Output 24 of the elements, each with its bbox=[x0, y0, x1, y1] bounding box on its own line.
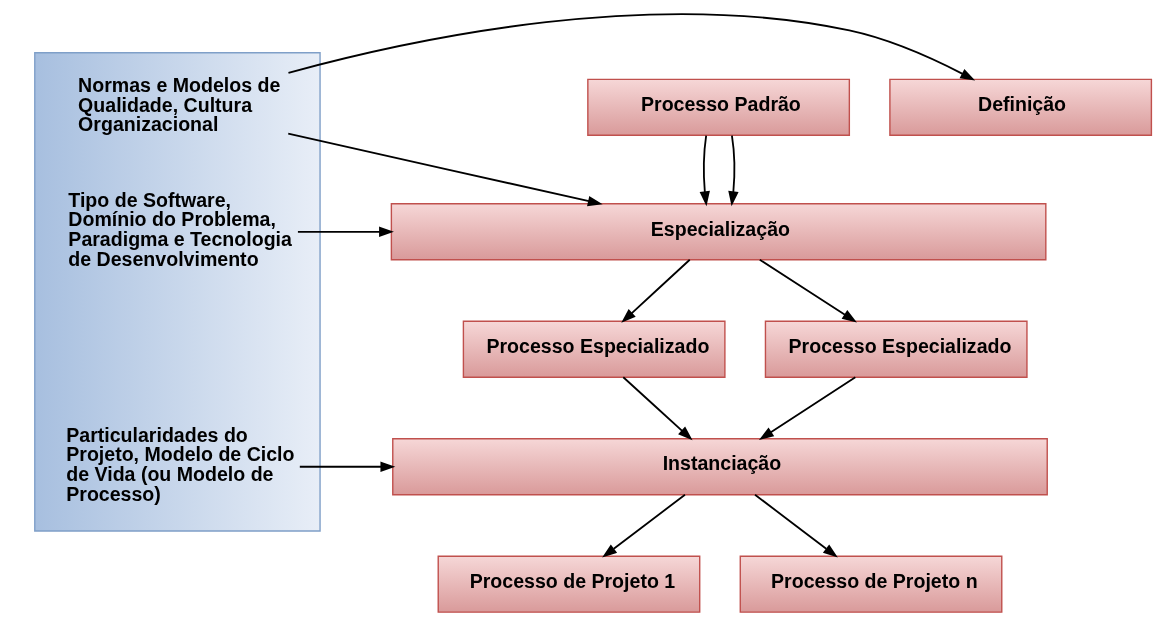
cluster bbox=[33, 52, 321, 532]
node-box: Definição bbox=[888, 78, 1152, 136]
node-text: Normas e Modelos de Qualidade, Cultura Organizacional bbox=[77, 74, 280, 136]
node-box: Especialização bbox=[390, 203, 1047, 261]
arrow bbox=[286, 132, 603, 207]
arrow bbox=[298, 461, 395, 472]
node-box: Processo Especializado bbox=[462, 320, 726, 378]
arrow bbox=[727, 134, 739, 207]
node-box: Processo de Projeto 1 bbox=[437, 555, 700, 613]
arrow bbox=[601, 493, 686, 558]
node-text: Tipo de Software, Domínio do Problema, Paradigma e Tecnologia de Desenvolvimento bbox=[67, 188, 292, 270]
arrow bbox=[621, 376, 693, 441]
node-text: Particularidades do Projeto, Modelo de Ciclo de Vida (ou Modelo de Processo) bbox=[65, 423, 294, 505]
node-box: Instanciação bbox=[391, 438, 1048, 496]
arrow bbox=[753, 493, 838, 558]
node-box: Processo Especializado bbox=[764, 320, 1028, 378]
node-box: Processo Padrão bbox=[586, 78, 850, 136]
node-box: Processo de Projeto n bbox=[739, 555, 1002, 613]
arrow bbox=[758, 258, 857, 323]
arrow bbox=[699, 134, 710, 207]
arrow bbox=[620, 258, 691, 323]
arrow bbox=[287, 13, 975, 81]
arrow bbox=[758, 376, 856, 440]
arrow bbox=[296, 226, 394, 237]
